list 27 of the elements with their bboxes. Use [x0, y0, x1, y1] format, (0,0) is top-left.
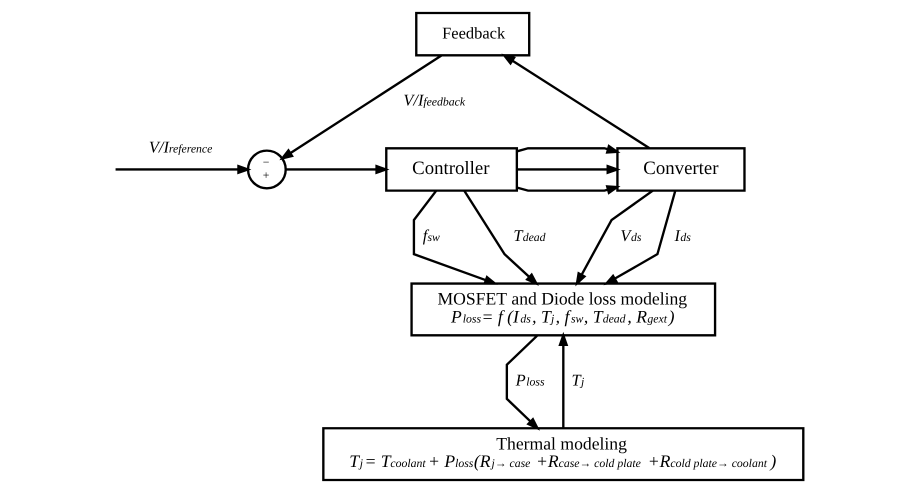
arrow: [516, 185, 621, 195]
arrow: [463, 190, 539, 286]
node-box: Converter: [616, 147, 746, 192]
edge-label: fsw: [422, 226, 440, 245]
node-circle: − +: [246, 149, 287, 190]
node-box: MOSFET and Diode loss modeling Ploss= f (Ids, Tj, fsw, Tdead, Rgext): [410, 282, 716, 336]
edge-label: Vds: [620, 226, 642, 245]
edge-label: V/Ireference: [148, 138, 212, 157]
arrow: [558, 332, 568, 428]
arrow: [517, 164, 621, 174]
arrow: [575, 190, 654, 286]
arrow: [603, 190, 676, 286]
arrow: [116, 164, 252, 174]
edge-label: Tdead: [513, 226, 546, 245]
arrow: [279, 54, 442, 160]
arrow: [286, 164, 390, 174]
node-box: Controller: [385, 147, 518, 192]
edge-label: Ids: [674, 226, 691, 245]
arrow: [506, 334, 540, 431]
edge-label: Tj: [572, 370, 584, 390]
edge-label: Ploss: [516, 370, 545, 390]
node-box: Feedback: [415, 12, 530, 57]
arrow: [412, 190, 498, 285]
node-box: Thermal modeling Tj= Tcoolant+ Ploss(Rj→ case +Rcase→ cold plate +Rcold plate→ coolant): [322, 427, 804, 482]
edge-label: V/Ifeedback: [403, 90, 466, 110]
arrow: [516, 144, 621, 154]
arrow: [501, 54, 650, 150]
